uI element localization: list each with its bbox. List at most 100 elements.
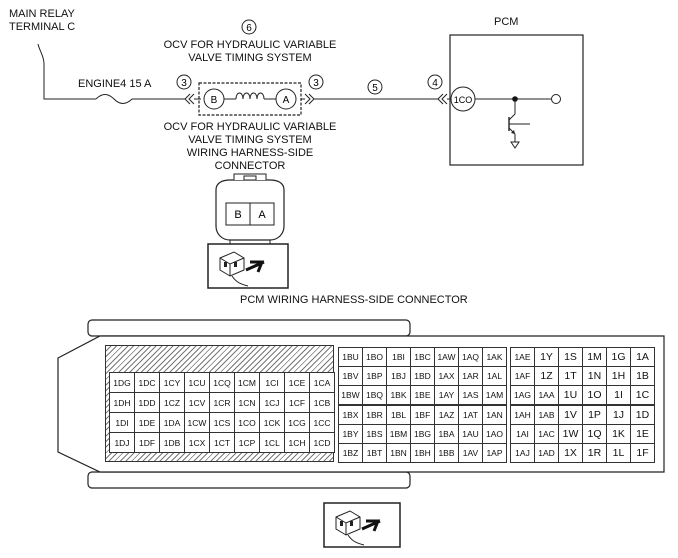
pcm-pin-1i: 1I: [606, 385, 631, 405]
pcm-pin-1bi: 1BI: [386, 347, 411, 367]
pcm-pin-1cb: 1CB: [309, 392, 335, 413]
connector-view-icon-bottom: [323, 502, 401, 548]
pcm-pin-1cr: 1CR: [209, 392, 235, 413]
pcm-pin-1ao: 1AO: [482, 424, 507, 444]
pcm-pin-1ap: 1AP: [482, 443, 507, 463]
pcm-pin-1df: 1DF: [134, 432, 160, 453]
pcm-pin-1y: 1Y: [534, 347, 559, 367]
pcm-pin-1br: 1BR: [362, 405, 387, 425]
pcm-pin-1di: 1DI: [109, 412, 135, 433]
pcm-pin-1aw: 1AW: [434, 347, 459, 367]
pcm-pin-1ab: 1AB: [534, 405, 559, 425]
pcm-pin-1av: 1AV: [458, 443, 483, 463]
connector-chevron-left: [184, 93, 195, 105]
pcm-pin-1dc: 1DC: [134, 372, 160, 393]
pcm-output-terminal: [551, 94, 561, 104]
circle-6: [241, 19, 257, 35]
circle-3-left: [176, 74, 192, 90]
fuse-symbol: [95, 94, 133, 104]
pcm-title: PCM: [494, 16, 519, 28]
main-relay-lead: [37, 43, 96, 100]
pcm-box: [449, 34, 584, 166]
pcm-pin-1ch: 1CH: [284, 432, 310, 453]
pcm-pin-1s: 1S: [558, 347, 583, 367]
pcm-pin-1bw: 1BW: [338, 385, 363, 405]
pcm-pin-1g: 1G: [606, 347, 631, 367]
pcm-pin-1bn: 1BN: [386, 443, 411, 463]
pcm-pin-1r: 1R: [582, 443, 607, 463]
pcm-pin-1bu: 1BU: [338, 347, 363, 367]
pcm-pin-1k: 1K: [606, 424, 631, 444]
pcm-pin-1ba: 1BA: [434, 424, 459, 444]
pcm-pin-1dh: 1DH: [109, 392, 135, 413]
pcm-pin-1d: 1D: [630, 405, 655, 425]
pcm-pin-1bs: 1BS: [362, 424, 387, 444]
pcm-pin-1ai: 1AI: [510, 424, 535, 444]
pcm-pin-1ah: 1AH: [510, 405, 535, 425]
pcm-pin-1ct: 1CT: [209, 432, 235, 453]
pcm-pin-1cw: 1CW: [184, 412, 210, 433]
pcm-pin-1db: 1DB: [159, 432, 185, 453]
pcm-pin-1cl: 1CL: [259, 432, 285, 453]
terminal-a-label: A: [283, 95, 290, 106]
pcm-pin-1bh: 1BH: [410, 443, 435, 463]
pcm-pin-1x: 1X: [558, 443, 583, 463]
pcm-pin-1aj: 1AJ: [510, 443, 535, 463]
circle-4-label: 4: [432, 78, 438, 89]
pcm-pin-1p: 1P: [582, 405, 607, 425]
ocv-top-label: OCV FOR HYDRAULIC VARIABLE VALVE TIMING …: [150, 39, 350, 65]
pcm-pin-1w: 1W: [558, 424, 583, 444]
pcm-pin-1cz: 1CZ: [159, 392, 185, 413]
ocv-pin-a: A: [258, 209, 266, 221]
pcm-pin-1az: 1AZ: [434, 405, 459, 425]
pcm-pin-1ac: 1AC: [534, 424, 559, 444]
pcm-pin-1aa: 1AA: [534, 385, 559, 405]
circle-3-right: [308, 74, 324, 90]
pcm-pin-1al: 1AL: [482, 366, 507, 386]
pcm-pin-1cg: 1CG: [284, 412, 310, 433]
pcm-pin-1bg: 1BG: [410, 424, 435, 444]
circle-4: [427, 74, 443, 90]
pcm-pin-1bl: 1BL: [386, 405, 411, 425]
pcm-pin-1ag: 1AG: [510, 385, 535, 405]
pcm-pin-1cu: 1CU: [184, 372, 210, 393]
pcm-pin-1bm: 1BM: [386, 424, 411, 444]
pcm-pin-1cs: 1CS: [209, 412, 235, 433]
fuse-label: ENGINE4 15 A: [78, 78, 152, 90]
circle-5: [367, 79, 383, 95]
pcm-pin-1dg: 1DG: [109, 372, 135, 393]
pcm-pin-1aq: 1AQ: [458, 347, 483, 367]
pcm-pin-1j: 1J: [606, 405, 631, 425]
pcm-pin-1co: 1CO: [234, 412, 260, 433]
ocv-bottom-line-1: OCV FOR HYDRAULIC VARIABLE: [163, 121, 337, 133]
pcm-pin-1cd: 1CD: [309, 432, 335, 453]
pcm-pin-1c: 1C: [630, 385, 655, 405]
pcm-pin-1n: 1N: [582, 366, 607, 386]
circle-3-right-label: 3: [313, 78, 319, 89]
pcm-connector-title: PCM WIRING HARNESS-SIDE CONNECTOR: [240, 294, 468, 306]
pcm-pin-1as: 1AS: [458, 385, 483, 405]
ocv-top-line-2: VALVE TIMING SYSTEM: [188, 52, 312, 64]
connector-chevron-right: [304, 93, 315, 105]
pcm-pin-1bb: 1BB: [434, 443, 459, 463]
ocv-connector-drawing: [215, 173, 285, 247]
pcm-pin-1af: 1AF: [510, 366, 535, 386]
pcm-pin-1cy: 1CY: [159, 372, 185, 393]
connector-view-icon-top: [207, 243, 289, 289]
pcm-pin-1ci: 1CI: [259, 372, 285, 393]
pcm-pin-1bx: 1BX: [338, 405, 363, 425]
pcm-pin-1t: 1T: [558, 366, 583, 386]
pcm-pin-1ck: 1CK: [259, 412, 285, 433]
ocv-bottom-line-4: CONNECTOR: [214, 160, 286, 172]
pcm-pin-1cj: 1CJ: [259, 392, 285, 413]
pcm-pin-1cc: 1CC: [309, 412, 335, 433]
pcm-pin-1ax: 1AX: [434, 366, 459, 386]
pcm-pin-1an: 1AN: [482, 405, 507, 425]
ocv-bottom-label: OCV FOR HYDRAULIC VARIABLE VALVE TIMING …: [150, 121, 350, 173]
pcm-pin-1bp: 1BP: [362, 366, 387, 386]
pcm-pin-1a: 1A: [630, 347, 655, 367]
pcm-pin-1bd: 1BD: [410, 366, 435, 386]
pcm-pin-1bj: 1BJ: [386, 366, 411, 386]
